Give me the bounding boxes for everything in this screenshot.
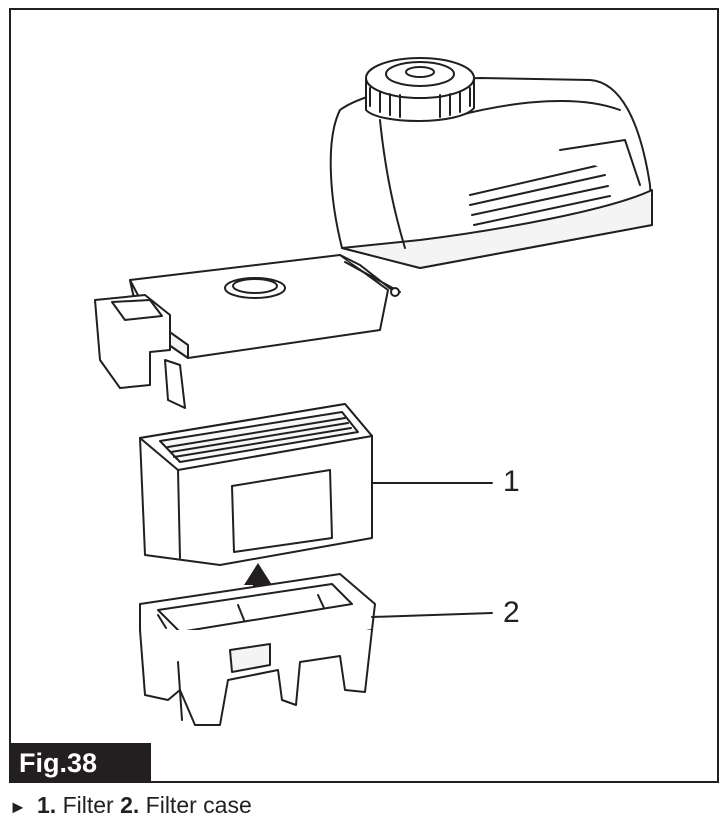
caption-item-text-2: Filter case — [139, 792, 252, 818]
caption-item-number-2: 2. — [120, 792, 140, 818]
caption-arrow-icon: ► — [9, 797, 27, 817]
caption-item-number-1: 1. — [37, 792, 57, 818]
caption-item-text-1: Filter — [56, 792, 114, 818]
callout-number-2: 2 — [503, 596, 520, 629]
callout-number-1: 1 — [503, 465, 520, 498]
callout-leader-2 — [371, 612, 493, 618]
filter — [139, 403, 373, 566]
figure-frame — [9, 8, 719, 783]
cap-knob — [365, 57, 475, 122]
figure-caption: ► 1. Filter 2. Filter case — [9, 789, 252, 823]
figure-label: Fig.38 — [9, 743, 151, 783]
filter-case — [139, 573, 376, 726]
dust-case-body — [329, 77, 653, 269]
open-lid — [94, 254, 401, 409]
